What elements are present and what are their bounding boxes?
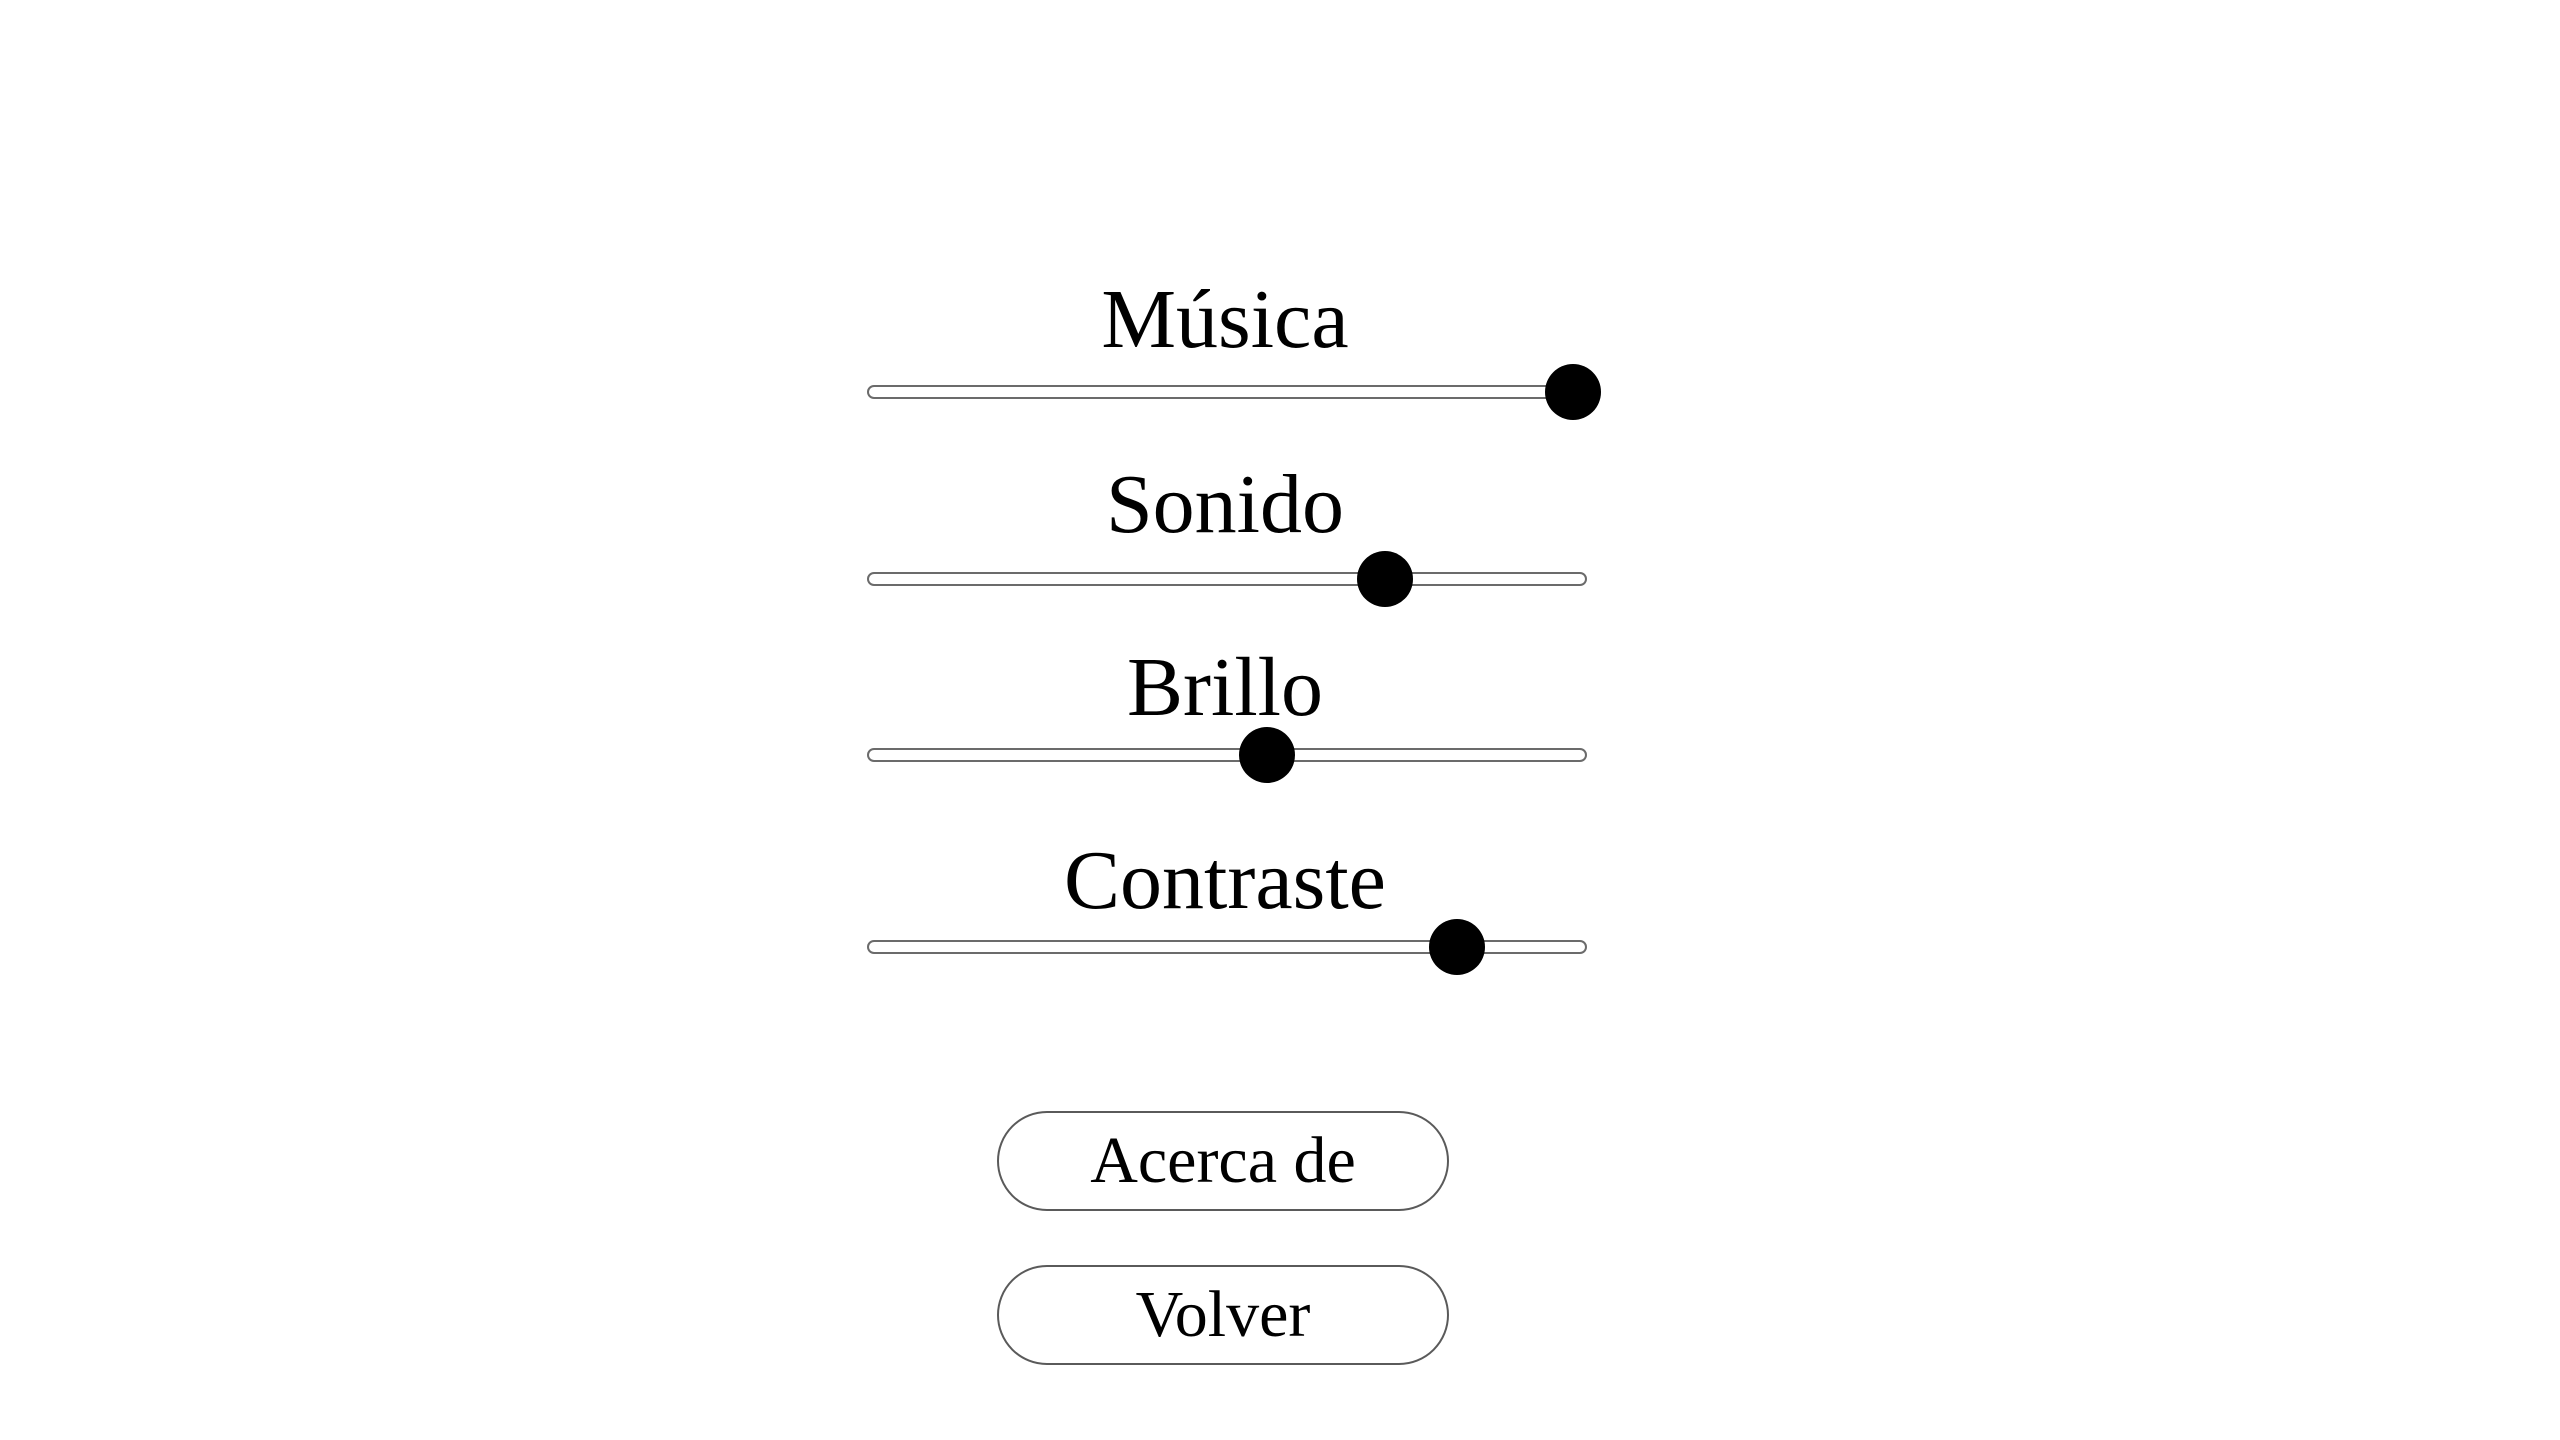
sound-slider-track[interactable] (867, 572, 1587, 586)
sound-label: Sonido (1105, 458, 1345, 551)
contrast-slider-thumb[interactable] (1429, 919, 1486, 975)
brightness-label: Brillo (1126, 641, 1323, 734)
brightness-slider-track[interactable] (867, 748, 1587, 762)
sound-slider-thumb[interactable] (1357, 551, 1414, 607)
music-label: Música (1101, 273, 1349, 366)
contrast-slider-track[interactable] (867, 940, 1587, 954)
brightness-slider[interactable] (867, 727, 1587, 783)
music-slider[interactable] (867, 364, 1601, 420)
music-slider-thumb[interactable] (1544, 364, 1601, 420)
sound-slider[interactable] (867, 551, 1587, 607)
contrast-label: Contraste (1064, 834, 1386, 927)
contrast-slider[interactable] (867, 919, 1587, 975)
back-button[interactable]: Volver (997, 1265, 1449, 1365)
about-button[interactable]: Acerca de (997, 1111, 1449, 1211)
music-slider-track[interactable] (867, 385, 1587, 399)
brightness-slider-thumb[interactable] (1238, 727, 1295, 783)
